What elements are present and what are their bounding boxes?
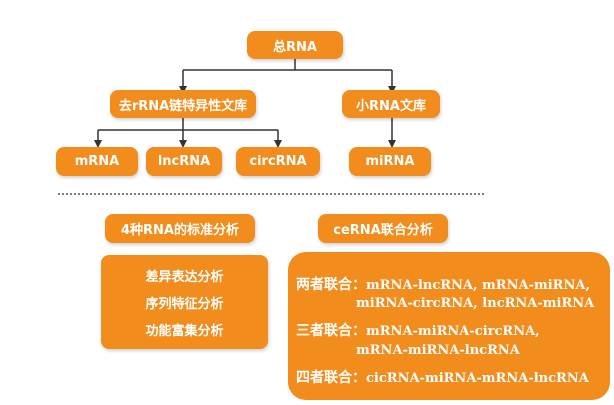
standard-analysis-item: 序列特征分析	[145, 297, 224, 312]
two-way-label: 两者联合：	[296, 277, 366, 293]
circrna-node: circRNA	[236, 147, 320, 176]
four-way-combination-line: 四者联合：cicRNA-miRNA-mRNA-lncRNA	[296, 367, 589, 387]
mirna-node: miRNA	[349, 147, 431, 176]
four-way-quad: cicRNA-miRNA-mRNA-lncRNA	[366, 371, 589, 386]
standard-analysis-list: 差异表达分析 序列特征分析 功能富集分析	[101, 255, 268, 349]
two-way-pairs-2: miRNA-circRNA, lncRNA-miRNA	[356, 296, 595, 311]
lncrna-node: lncRNA	[146, 147, 222, 176]
cerna-analysis-header: ceRNA联合分析	[318, 214, 448, 243]
three-way-triples-1: mRNA-miRNA-circRNA,	[366, 324, 540, 339]
three-way-combination-line: mRNA-miRNA-lncRNA	[356, 343, 520, 358]
mrna-node: mRNA	[56, 147, 138, 176]
standard-analysis-header: 4种RNA的标准分析	[105, 214, 255, 243]
rrna-depleted-library-node: 去rRNA链特异性文库	[110, 90, 256, 118]
four-way-label: 四者联合：	[296, 370, 366, 386]
standard-analysis-item: 功能富集分析	[145, 324, 224, 339]
three-way-combination-line: 三者联合：mRNA-miRNA-circRNA,	[296, 320, 540, 340]
total-rna-node: 总RNA	[247, 31, 343, 59]
cerna-combination-panel: 两者联合：mRNA-lncRNA, mRNA-miRNA, miRNA-circ…	[288, 252, 610, 400]
two-way-combination-line: miRNA-circRNA, lncRNA-miRNA	[356, 296, 594, 311]
small-rna-library-node: 小RNA文库	[342, 90, 440, 118]
two-way-pairs-1: mRNA-lncRNA, mRNA-miRNA,	[366, 278, 590, 293]
three-way-triples-2: mRNA-miRNA-lncRNA	[356, 343, 520, 358]
standard-analysis-item: 差异表达分析	[145, 270, 224, 285]
three-way-label: 三者联合：	[296, 323, 366, 339]
two-way-combination-line: 两者联合：mRNA-lncRNA, mRNA-miRNA,	[296, 274, 590, 294]
